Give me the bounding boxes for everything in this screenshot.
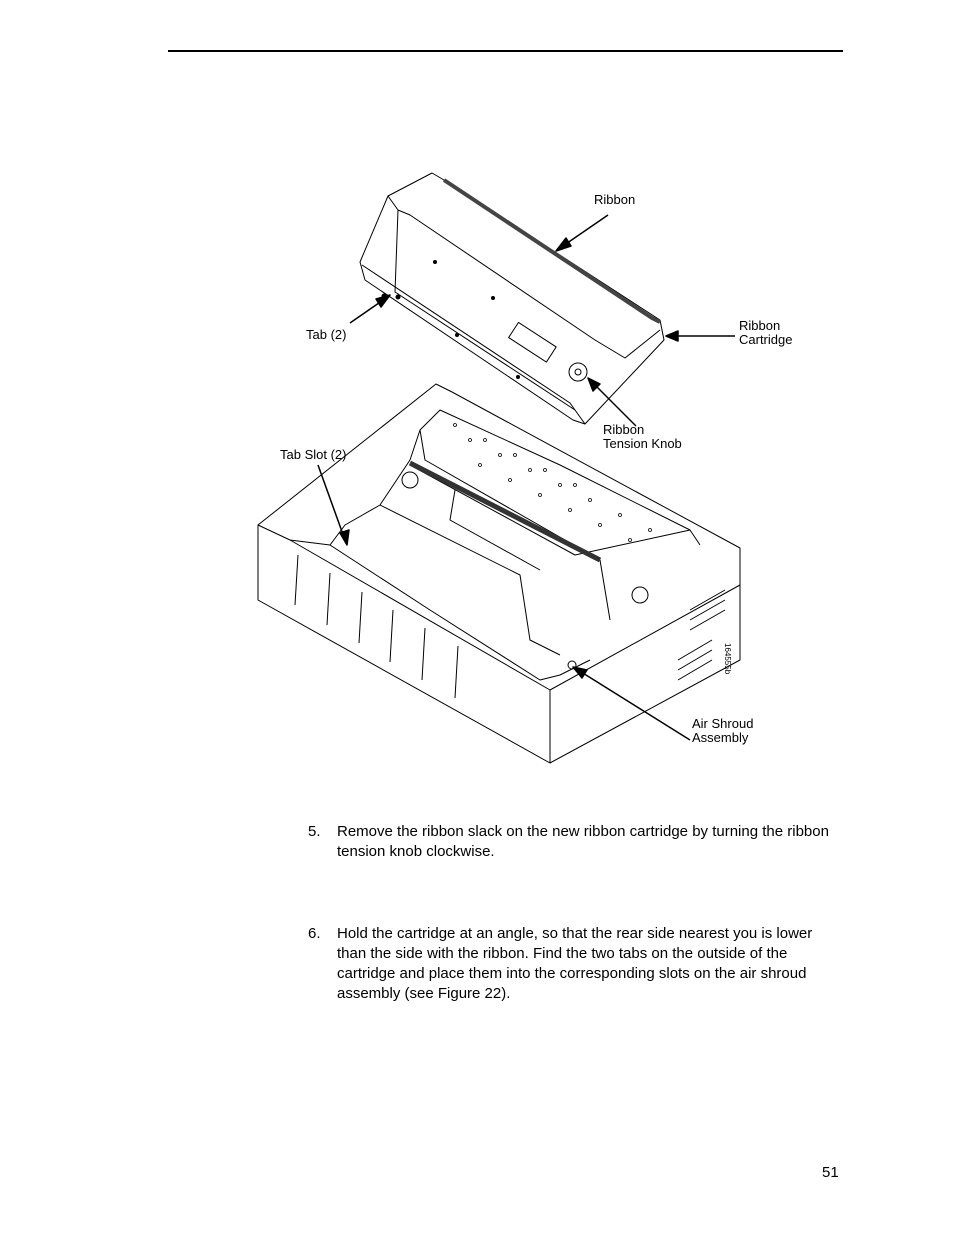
page-number: 51 bbox=[822, 1164, 839, 1181]
air-shroud-point bbox=[567, 660, 577, 670]
figure-code: 164555b bbox=[723, 643, 732, 675]
callout-air-shroud-assembly: Air Shroud Assembly bbox=[692, 716, 754, 745]
header-rule bbox=[168, 50, 843, 52]
step-text: Remove the ribbon slack on the new ribbo… bbox=[337, 823, 829, 860]
step-number: 5. bbox=[308, 823, 321, 840]
figure-ribbon-installation: Ribbon Ribbon Cartridge Tab (2) Ribbon T… bbox=[257, 172, 793, 764]
printer-illustration bbox=[257, 172, 741, 764]
step-number: 6. bbox=[308, 925, 321, 942]
step-text: Hold the cartridge at an angle, so that … bbox=[337, 925, 813, 1002]
callout-ribbon-tension-knob: Ribbon Tension Knob bbox=[603, 422, 682, 451]
callout-ribbon: Ribbon bbox=[594, 192, 636, 207]
leader-lines bbox=[317, 214, 735, 741]
callout-ribbon-cartridge: Ribbon Cartridge bbox=[739, 318, 793, 347]
callout-tab: Tab (2) bbox=[306, 327, 347, 342]
ribbon-cartridge-drawing bbox=[359, 172, 665, 425]
callout-tab-slot: Tab Slot (2) bbox=[280, 447, 347, 462]
